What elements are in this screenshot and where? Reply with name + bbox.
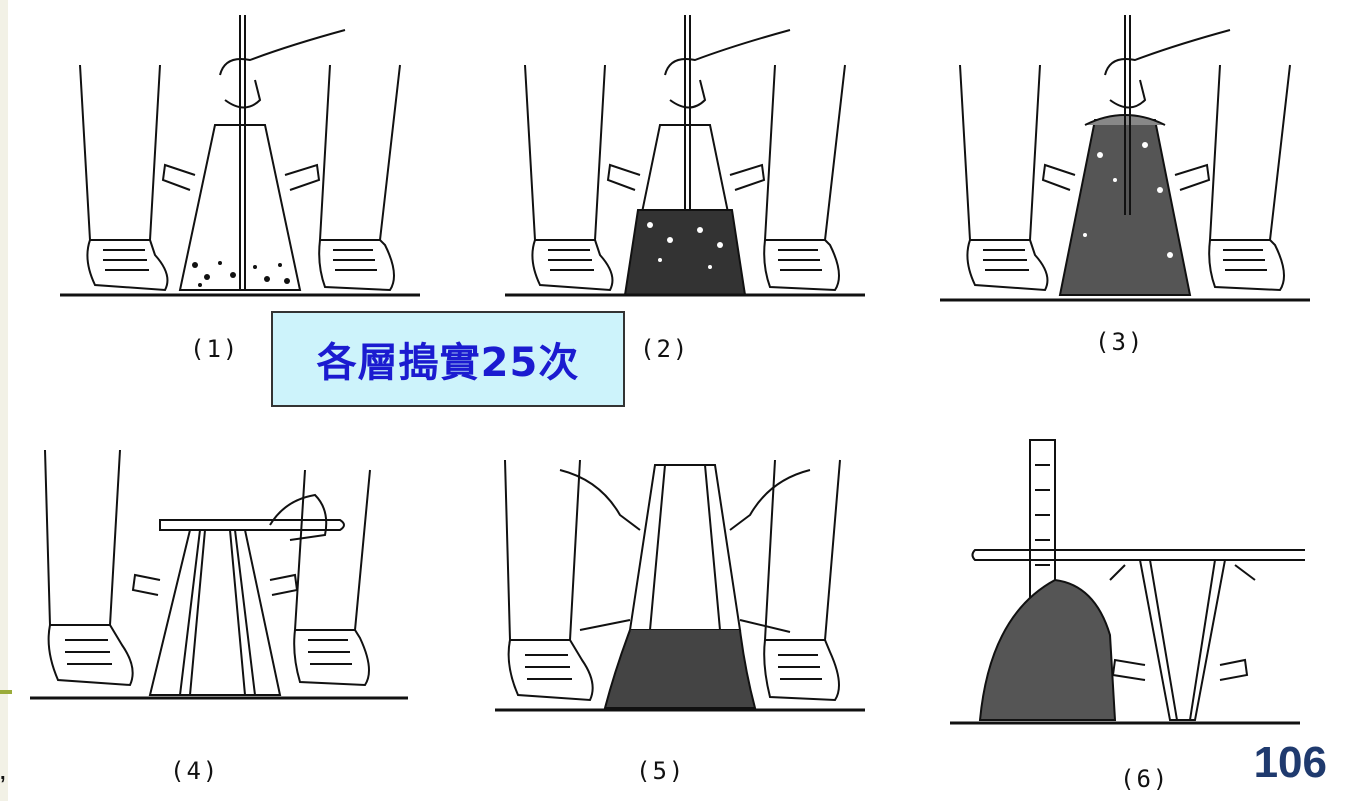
callout-text: 各層搗實25次 xyxy=(316,340,580,386)
panel-4-illustration xyxy=(30,440,410,705)
panel-4-label: (4) xyxy=(170,757,220,785)
panel-5-illustration xyxy=(490,440,870,715)
panel-6-illustration xyxy=(945,435,1305,730)
slide-accent-line xyxy=(0,690,12,694)
page-number: 106 xyxy=(1253,738,1327,787)
panel-6-label: (6) xyxy=(1120,765,1170,793)
panel-3-label: (3) xyxy=(1095,328,1145,356)
panel-3-illustration xyxy=(935,5,1315,305)
slide-left-bar xyxy=(0,0,8,801)
edge-text: , xyxy=(0,762,6,784)
panel-1-label: (1) xyxy=(190,335,240,363)
panel-2-label: (2) xyxy=(640,335,690,363)
panel-2-illustration xyxy=(500,5,870,305)
panel-5-label: (5) xyxy=(636,757,686,785)
callout-box: 各層搗實25次 xyxy=(271,311,625,407)
panel-1-illustration xyxy=(55,5,425,305)
